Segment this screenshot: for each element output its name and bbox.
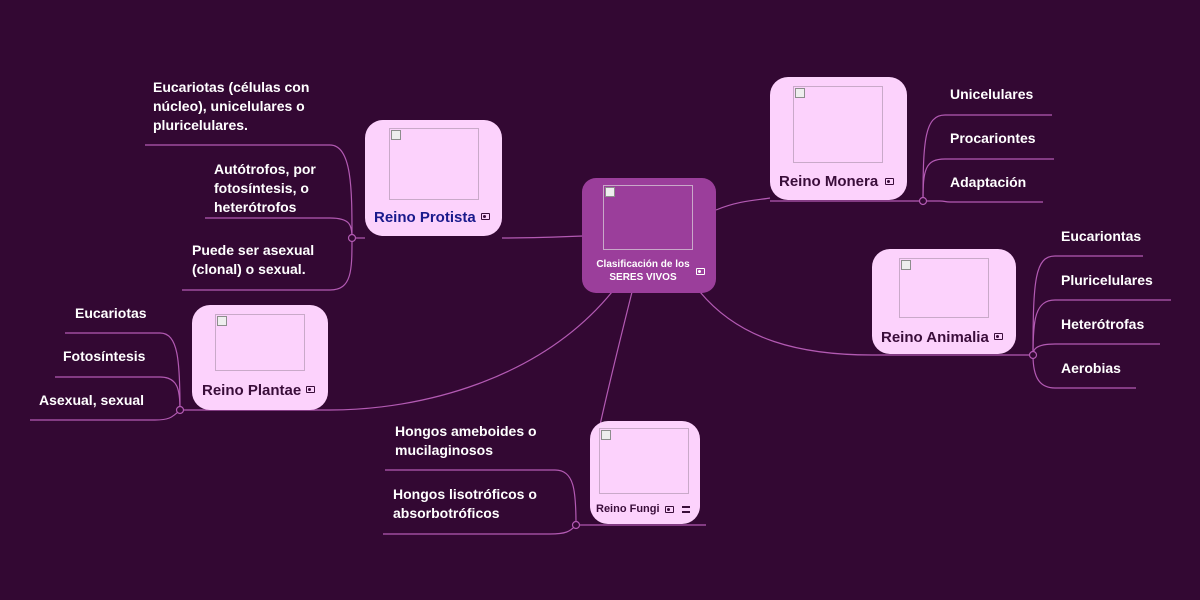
center-label-line2: SERES VIVOS — [609, 272, 677, 283]
image-icon — [994, 333, 1003, 340]
leaf-line: pluricelulares. — [153, 117, 248, 133]
leaf-fungi-1[interactable]: Hongos ameboides o mucilaginosos — [395, 422, 537, 460]
node-reino-monera[interactable]: Reino Monera — [770, 77, 907, 200]
image-icon — [696, 268, 705, 275]
node-label: Reino Protista — [374, 209, 476, 226]
hub-protista — [347, 233, 357, 243]
leaf-protista-3[interactable]: Puede ser asexual (clonal) o sexual. — [192, 241, 314, 279]
leaf-line: núcleo), unicelulares o — [153, 98, 305, 114]
node-reino-protista[interactable]: Reino Protista — [365, 120, 502, 236]
hub-animalia — [1028, 350, 1038, 360]
link-plantae-leaf2 — [55, 376, 181, 411]
link-protista-leaf2 — [205, 217, 353, 239]
leaf-plantae-2[interactable]: Fotosíntesis — [63, 348, 146, 364]
link-protista-leaf1 — [145, 144, 353, 239]
leaf-plantae-1[interactable]: Eucariotas — [75, 305, 147, 321]
hub-fungi — [571, 520, 581, 530]
leaf-monera-2[interactable]: Procariontes — [950, 130, 1036, 146]
link-monera-leaf2 — [922, 158, 1054, 202]
image-icon — [885, 178, 894, 185]
center-node[interactable]: Clasificación de los SERES VIVOS — [582, 178, 716, 293]
link-plantae-leaf3 — [30, 409, 181, 421]
leaf-animalia-1[interactable]: Eucariontas — [1061, 228, 1142, 244]
center-label-line1: Clasificación de los — [596, 259, 690, 270]
leaf-line: Hongos lisotróficos o — [393, 486, 537, 502]
link-center-fungi — [599, 291, 633, 426]
leaf-monera-3[interactable]: Adaptación — [950, 174, 1027, 190]
leaf-line: (clonal) o sexual. — [192, 261, 306, 277]
leaf-animalia-3[interactable]: Heterótrofas — [1061, 316, 1145, 332]
link-monera-leaf1 — [922, 114, 1052, 202]
image-icon — [306, 386, 315, 393]
link-animalia-leaf4 — [1032, 354, 1136, 389]
image-placeholder — [599, 428, 689, 494]
image-placeholder — [793, 86, 883, 163]
image-placeholder — [215, 314, 305, 371]
leaf-line: Autótrofos, por — [214, 161, 316, 177]
leaf-line: mucilaginosos — [395, 442, 494, 458]
hub-plantae — [175, 405, 185, 415]
node-label: Reino Plantae — [202, 382, 302, 399]
link-fungi-leaf1 — [385, 469, 577, 526]
link-plantae-leaf1 — [65, 332, 181, 411]
leaf-fungi-2[interactable]: Hongos lisotróficos o absorbotróficos — [393, 485, 537, 523]
image-placeholder — [603, 185, 693, 250]
note-icon — [682, 506, 690, 513]
node-label: Reino Fungi — [596, 503, 660, 515]
node-label: Reino Monera — [779, 173, 879, 190]
link-center-protista — [501, 235, 584, 239]
node-reino-animalia[interactable]: Reino Animalia — [872, 249, 1016, 354]
node-reino-plantae[interactable]: Reino Plantae — [192, 305, 328, 410]
leaf-plantae-3[interactable]: Asexual, sexual — [39, 392, 145, 408]
center-label: Clasificación de los SERES VIVOS — [582, 258, 704, 284]
leaf-line: Puede ser asexual — [192, 242, 315, 258]
link-center-plantae — [329, 291, 613, 411]
leaf-line: Hongos ameboides o — [395, 423, 537, 439]
image-placeholder — [899, 258, 989, 318]
leaf-line: heterótrofos — [214, 199, 297, 215]
hub-monera — [918, 196, 928, 206]
link-monera-leaf3 — [923, 200, 1043, 203]
link-animalia-leaf1 — [1032, 255, 1143, 356]
leaf-line: Eucariotas (células con — [153, 79, 310, 95]
link-center-monera — [715, 197, 771, 211]
node-label: Reino Animalia — [881, 329, 989, 346]
link-center-animalia — [699, 291, 873, 356]
image-icon — [481, 213, 490, 220]
node-reino-fungi[interactable]: Reino Fungi — [590, 421, 700, 524]
link-animalia-leaf2 — [1032, 299, 1171, 356]
leaf-animalia-4[interactable]: Aerobias — [1061, 360, 1121, 376]
link-fungi-leaf2 — [383, 524, 577, 535]
leaf-protista-1[interactable]: Eucariotas (células con núcleo), unicelu… — [153, 78, 309, 135]
leaf-monera-1[interactable]: Unicelulares — [950, 86, 1034, 102]
leaf-line: fotosíntesis, o — [214, 180, 309, 196]
link-protista-leaf3 — [182, 237, 353, 291]
link-animalia-leaf3 — [1032, 343, 1160, 356]
leaf-line: absorbotróficos — [393, 505, 500, 521]
image-placeholder — [389, 128, 479, 200]
leaf-protista-2[interactable]: Autótrofos, por fotosíntesis, o heterótr… — [214, 160, 316, 217]
image-icon — [665, 506, 674, 513]
leaf-animalia-2[interactable]: Pluricelulares — [1061, 272, 1153, 288]
